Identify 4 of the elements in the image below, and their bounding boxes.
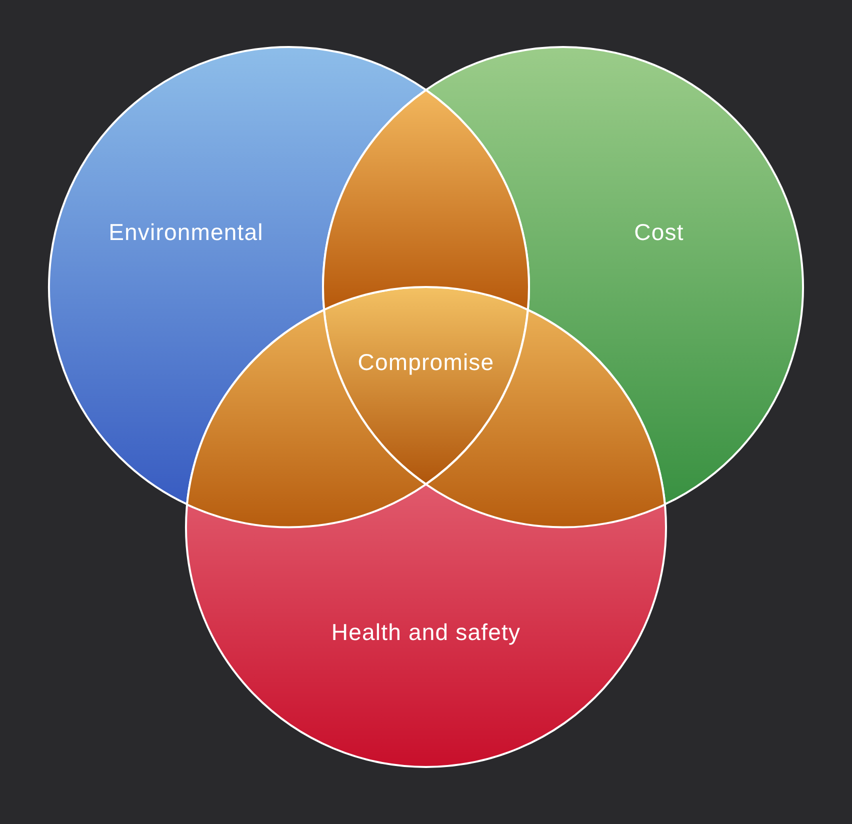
- circle-label: Cost: [634, 218, 684, 246]
- circle-label: Health and safety: [331, 618, 521, 646]
- circle-label: Environmental: [108, 218, 264, 246]
- region-label: Compromise: [358, 348, 494, 376]
